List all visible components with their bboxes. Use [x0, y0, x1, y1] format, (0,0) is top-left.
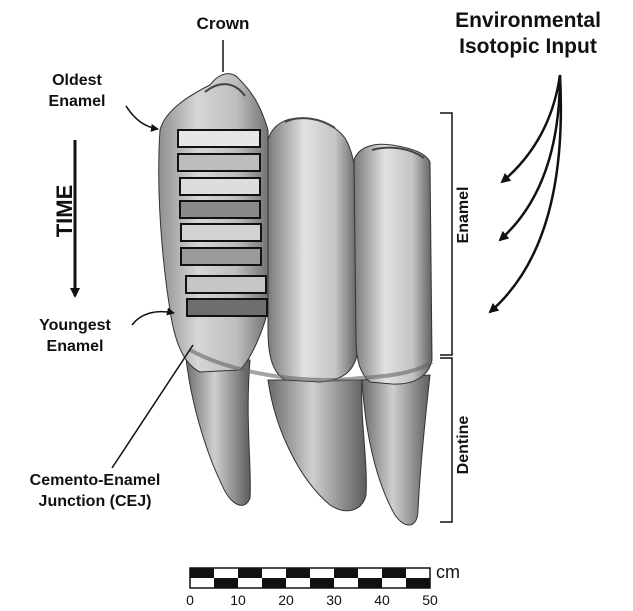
cej-leader-line	[112, 345, 193, 468]
input-arrow-top	[502, 75, 560, 182]
enamel-bracket	[440, 113, 452, 355]
enamel-label: Enamel	[453, 175, 475, 255]
youngest-enamel-arrow	[132, 312, 174, 325]
dentine-label: Dentine	[453, 401, 475, 489]
enamel-sample-boxes	[178, 130, 267, 316]
scale-segment	[334, 568, 358, 578]
sample-box	[181, 248, 261, 265]
scale-segment	[286, 568, 310, 578]
scale-tick-label: 20	[274, 592, 298, 608]
oldest-enamel-label: Oldest Enamel	[32, 70, 122, 112]
scale-unit-label: cm	[436, 562, 460, 583]
dentine-bracket	[440, 358, 452, 522]
sample-box	[178, 130, 260, 147]
time-label: TIME	[52, 166, 78, 256]
sample-box	[178, 154, 260, 171]
scale-segment	[382, 568, 406, 578]
crown-middle-column	[268, 118, 358, 382]
scale-segment	[358, 578, 382, 588]
root-right	[362, 375, 430, 525]
input-arrow-middle	[500, 75, 560, 240]
crown-right-column	[354, 144, 432, 384]
scale-segment	[238, 568, 262, 578]
sample-box	[187, 299, 267, 316]
sample-box	[180, 201, 260, 218]
scale-tick-label: 10	[226, 592, 250, 608]
root-middle	[268, 380, 366, 511]
oldest-enamel-arrow	[126, 106, 158, 129]
root-left	[185, 350, 250, 505]
crown-label: Crown	[183, 14, 263, 34]
scale-tick-label: 40	[370, 592, 394, 608]
crown-left-column	[159, 74, 270, 372]
scale-segment	[310, 578, 334, 588]
scale-segment	[406, 578, 430, 588]
scale-segment	[190, 568, 214, 578]
scale-tick-label: 30	[322, 592, 346, 608]
sample-box	[186, 276, 266, 293]
youngest-enamel-label: Youngest Enamel	[20, 315, 130, 357]
scale-bar	[190, 568, 430, 588]
scale-tick-label: 50	[418, 592, 442, 608]
environmental-input-label: Environmental Isotopic Input	[428, 8, 628, 60]
scale-segment	[262, 578, 286, 588]
scale-tick-label: 0	[178, 592, 202, 608]
scale-segment	[214, 578, 238, 588]
sample-box	[181, 224, 261, 241]
isotopic-input-arrows	[490, 75, 561, 312]
cej-label: Cemento-Enamel Junction (CEJ)	[0, 470, 190, 512]
sample-box	[180, 178, 260, 195]
